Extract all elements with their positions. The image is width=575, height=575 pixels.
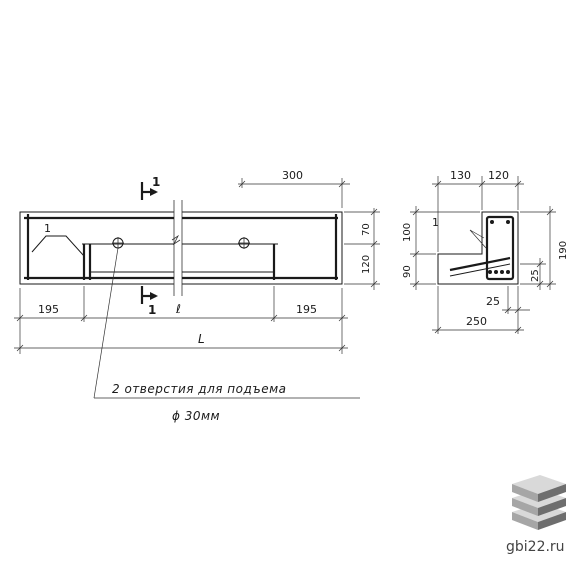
svg-text:100: 100 xyxy=(402,223,413,242)
break-mark xyxy=(171,234,181,246)
bent-bar xyxy=(31,235,85,257)
dim-top-300: 300 xyxy=(238,169,350,208)
svg-text:195: 195 xyxy=(38,303,59,316)
rebar-bottom-3 xyxy=(500,270,504,274)
brand-site-label: gbi22.ru xyxy=(506,539,565,555)
svg-text:120: 120 xyxy=(361,255,372,274)
svg-text:1: 1 xyxy=(148,303,156,317)
svg-text:120: 120 xyxy=(488,169,509,182)
svg-text:130: 130 xyxy=(450,169,471,182)
bar-mark-section: 1 xyxy=(432,216,439,229)
section-dim-right: 190 25 xyxy=(520,206,569,290)
lifting-hole-right xyxy=(238,237,250,249)
rebar-top-right xyxy=(506,220,510,224)
dim-bottom-row: 195 ℓ 195 L xyxy=(14,286,348,354)
brand-logo-icon xyxy=(512,475,566,530)
svg-text:L: L xyxy=(198,332,205,346)
rebar-top-left xyxy=(490,220,494,224)
holes-note-line1: 2 отверстия для подъема xyxy=(112,382,287,396)
section-dim-bottom: 25 250 xyxy=(432,286,530,334)
svg-text:250: 250 xyxy=(466,315,487,328)
svg-text:90: 90 xyxy=(402,265,413,278)
holes-note-line2: ϕ 30мм xyxy=(172,409,220,423)
section-stirrup xyxy=(485,215,515,281)
section-leader xyxy=(469,229,487,249)
bar-mark-front: 1 xyxy=(44,222,51,235)
section-dim-left: 100 90 xyxy=(402,206,480,290)
section-mark-top: 1 xyxy=(140,175,160,200)
inclined-bar xyxy=(449,256,511,272)
front-view: 1 1 1 xyxy=(14,169,380,423)
section-dim-top: 130 120 xyxy=(432,169,524,252)
hole-leader xyxy=(93,247,360,399)
svg-text:70: 70 xyxy=(361,223,372,236)
rebar-bottom-4 xyxy=(506,270,510,274)
svg-text:190: 190 xyxy=(558,241,569,260)
svg-text:300: 300 xyxy=(282,169,303,182)
section-mark-bottom: 1 xyxy=(140,286,158,317)
rebar-bottom-2 xyxy=(494,270,498,274)
dim-right-vertical: 70 120 xyxy=(344,208,380,290)
break-gap xyxy=(174,200,182,296)
section-outline xyxy=(437,211,519,285)
svg-text:ℓ: ℓ xyxy=(175,302,181,316)
svg-text:1: 1 xyxy=(152,175,160,189)
svg-text:195: 195 xyxy=(296,303,317,316)
lifting-hole-left xyxy=(112,237,124,249)
svg-text:25: 25 xyxy=(486,295,500,308)
cross-section-view: 1 130 120 100 90 xyxy=(402,169,569,334)
svg-text:25: 25 xyxy=(530,269,541,282)
rebar-bottom-1 xyxy=(488,270,492,274)
